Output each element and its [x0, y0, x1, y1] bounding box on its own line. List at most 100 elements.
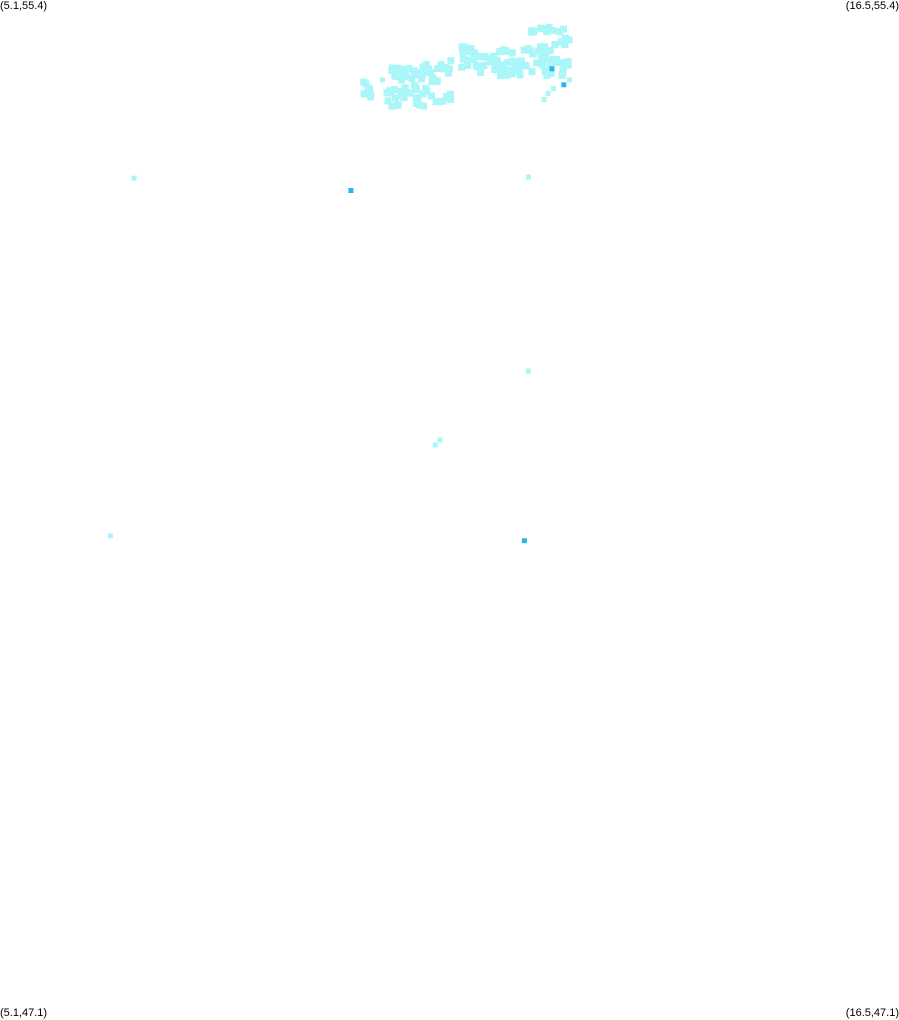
cluster-4-marker	[458, 43, 466, 51]
cluster-5-marker	[516, 65, 524, 73]
cluster-1-marker	[387, 89, 395, 97]
cluster-1-marker	[383, 89, 391, 97]
cluster-1-marker	[414, 94, 422, 102]
data-point-marker	[551, 86, 557, 91]
cluster-6-marker	[529, 50, 537, 58]
cluster-7-marker	[564, 58, 572, 65]
cluster-1-marker	[398, 91, 406, 99]
cluster-1-marker	[397, 87, 405, 95]
cluster-2-marker	[411, 71, 419, 79]
cluster-1-marker	[435, 98, 443, 105]
cluster-5-marker	[490, 58, 498, 66]
cluster-7-marker	[551, 58, 559, 66]
cluster-1-marker	[401, 84, 409, 92]
corner-label-bottom-left: (5.1,47.1)	[0, 1007, 48, 1019]
cluster-3-marker	[437, 64, 445, 72]
cluster-1-marker	[394, 101, 402, 109]
cluster-8-marker	[555, 28, 563, 36]
cluster-1-marker	[419, 90, 427, 98]
cluster-6-marker	[542, 49, 549, 57]
cluster-1-marker	[420, 102, 428, 110]
cluster-0-marker	[360, 90, 368, 98]
cluster-5-marker	[528, 68, 536, 76]
cluster-3-marker	[421, 67, 429, 75]
cluster-1-marker	[447, 96, 454, 103]
cluster-5-marker	[546, 47, 554, 55]
cluster-0-marker	[362, 80, 370, 88]
cluster-8-marker	[528, 27, 536, 35]
cluster-5-marker	[491, 66, 499, 74]
cluster-4-marker	[447, 57, 455, 65]
cluster-5-marker	[498, 63, 506, 71]
cluster-5-marker	[504, 66, 512, 74]
cluster-1-marker	[416, 101, 423, 109]
cluster-6-marker	[541, 43, 548, 51]
cluster-1-marker	[391, 72, 399, 80]
cluster-9-marker	[557, 38, 565, 46]
cluster-7-marker	[564, 61, 572, 69]
corner-label-top-right: (16.5,55.4)	[845, 0, 899, 12]
cluster-7-marker	[545, 68, 553, 76]
cluster-5-marker	[480, 62, 488, 70]
data-point-marker	[549, 66, 555, 72]
data-point-marker	[566, 77, 572, 83]
cluster-4-marker	[458, 63, 466, 71]
cluster-4-marker	[459, 55, 467, 63]
data-point-marker	[561, 82, 567, 88]
cluster-3-marker	[441, 64, 449, 72]
data-point-marker	[380, 77, 385, 83]
cluster-1-marker	[445, 65, 453, 73]
cluster-5-marker	[516, 71, 524, 79]
cluster-1-marker	[384, 97, 392, 105]
data-point-marker	[107, 533, 113, 539]
data-point-marker	[348, 188, 354, 193]
cluster-2-marker	[394, 65, 402, 73]
cluster-0-marker	[365, 85, 373, 93]
data-point-marker	[131, 175, 137, 181]
cluster-5-marker	[503, 71, 511, 79]
cluster-6-marker	[536, 43, 544, 51]
data-point-marker	[525, 174, 531, 180]
cluster-5-marker	[533, 59, 541, 67]
cluster-8-marker	[560, 25, 567, 33]
cluster-1-marker	[388, 102, 396, 110]
cluster-8-marker	[538, 25, 546, 33]
cluster-5-marker	[508, 49, 516, 57]
cluster-4-marker	[470, 49, 478, 57]
data-point-marker	[432, 442, 438, 448]
cluster-5-marker	[477, 68, 485, 76]
cluster-5-marker	[497, 68, 505, 76]
cluster-6-marker	[537, 50, 545, 58]
cluster-5-marker	[504, 58, 512, 66]
cluster-5-marker	[485, 54, 493, 62]
cluster-8-marker	[549, 27, 557, 34]
cluster-3-marker	[422, 61, 430, 69]
data-point-marker	[437, 437, 443, 443]
cluster-7-marker	[560, 62, 568, 70]
cluster-5-marker	[539, 61, 547, 69]
cluster-1-marker	[398, 70, 406, 78]
cluster-1-marker	[422, 85, 430, 92]
cluster-1-marker	[400, 65, 408, 73]
cluster-1-marker	[443, 93, 450, 100]
cluster-2-marker	[397, 76, 405, 84]
cluster-1-marker	[427, 69, 435, 77]
cluster-1-marker	[413, 86, 421, 94]
cluster-5-marker	[474, 52, 482, 60]
cluster-5-marker	[520, 46, 528, 54]
cluster-5-marker	[540, 56, 548, 64]
cluster-5-marker	[522, 62, 530, 70]
cluster-1-marker	[392, 94, 399, 102]
cluster-6-marker	[551, 40, 559, 48]
cluster-5-marker	[509, 57, 517, 65]
cluster-0-marker	[367, 91, 375, 99]
cluster-5-marker	[511, 64, 519, 72]
corner-label-top-left: (5.1,55.4)	[0, 0, 48, 12]
cluster-1-marker	[446, 90, 454, 98]
cluster-1-marker	[445, 69, 452, 77]
cluster-5-marker	[509, 68, 517, 76]
cluster-5-marker	[474, 63, 482, 71]
data-point-marker	[521, 538, 527, 544]
cluster-4-marker	[459, 49, 467, 57]
